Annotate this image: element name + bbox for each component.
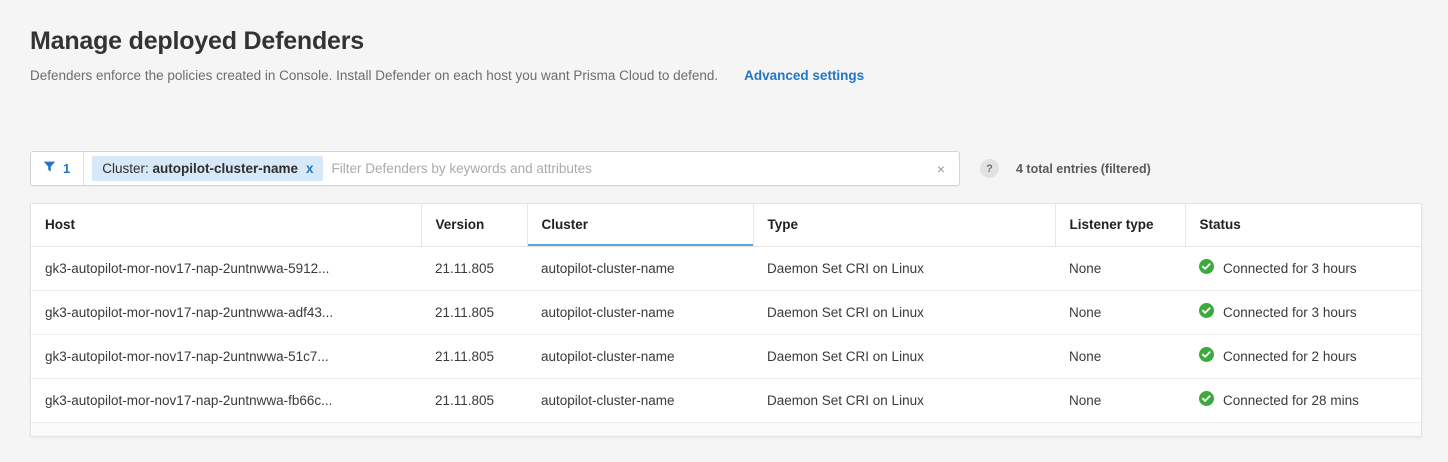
total-entries-label: 4 total entries (filtered) bbox=[1016, 161, 1151, 176]
table-row[interactable]: gk3-autopilot-mor-nov17-nap-2untnwwa-51c… bbox=[31, 334, 1421, 379]
column-header-version[interactable]: Version bbox=[421, 204, 528, 247]
cell-status: Connected for 2 hours bbox=[1185, 334, 1421, 379]
table-header: Host Version Cluster Type Listener type … bbox=[31, 204, 1421, 247]
table-header-row: Host Version Cluster Type Listener type … bbox=[31, 204, 1421, 247]
cell-type: Daemon Set CRI on Linux bbox=[767, 392, 924, 408]
filter-toolbar: 1 Cluster: autopilot-cluster-name x × ? … bbox=[30, 151, 1151, 186]
cell-version: 21.11.805 bbox=[435, 392, 495, 408]
column-header-type[interactable]: Type bbox=[753, 204, 1056, 247]
cell-version: 21.11.805 bbox=[421, 334, 527, 379]
column-header-cluster[interactable]: Cluster bbox=[527, 204, 754, 247]
clear-search-icon[interactable]: × bbox=[936, 160, 945, 177]
cell-host: gk3-autopilot-mor-nov17-nap-2untnwwa-591… bbox=[31, 246, 421, 291]
check-circle-icon bbox=[1199, 391, 1214, 409]
cell-status: Connected for 3 hours bbox=[1185, 246, 1421, 291]
cell-host: gk3-autopilot-mor-nov17-nap-2untnwwa-fb6… bbox=[45, 392, 333, 408]
filter-chip-value: autopilot-cluster-name bbox=[152, 161, 299, 176]
check-circle-icon bbox=[1199, 259, 1214, 277]
page-title: Manage deployed Defenders bbox=[30, 27, 364, 55]
cell-host: gk3-autopilot-mor-nov17-nap-2untnwwa-51c… bbox=[31, 334, 421, 379]
cell-listener-type: None bbox=[1069, 392, 1102, 408]
filter-bar: 1 Cluster: autopilot-cluster-name x × bbox=[30, 151, 960, 186]
check-circle-icon bbox=[1199, 303, 1214, 321]
status-label: Connected for 28 mins bbox=[1223, 392, 1359, 408]
filter-chip-key: Cluster: bbox=[102, 161, 149, 176]
defenders-table: Host Version Cluster Type Listener type … bbox=[31, 204, 1421, 422]
cell-type: Daemon Set CRI on Linux bbox=[753, 290, 1055, 335]
page-subtitle: Defenders enforce the policies created i… bbox=[30, 68, 719, 83]
filter-chip-remove-icon[interactable]: x bbox=[306, 160, 314, 176]
table-row[interactable]: gk3-autopilot-mor-nov17-nap-2untnwwa-fb6… bbox=[31, 378, 1421, 422]
cell-cluster: autopilot-cluster-name bbox=[541, 392, 675, 408]
status-label: Connected for 3 hours bbox=[1223, 304, 1357, 320]
advanced-settings-link[interactable]: Advanced settings bbox=[744, 68, 865, 83]
active-filter-count: 1 bbox=[63, 161, 71, 176]
help-icon[interactable]: ? bbox=[980, 159, 999, 178]
table-body: gk3-autopilot-mor-nov17-nap-2untnwwa-591… bbox=[31, 246, 1421, 422]
search-input[interactable] bbox=[322, 152, 931, 185]
table-row[interactable]: gk3-autopilot-mor-nov17-nap-2untnwwa-adf… bbox=[31, 290, 1421, 335]
status-label: Connected for 3 hours bbox=[1223, 260, 1357, 276]
column-header-host[interactable]: Host bbox=[31, 204, 422, 247]
filter-toggle-button[interactable]: 1 bbox=[31, 152, 85, 185]
cell-type: Daemon Set CRI on Linux bbox=[753, 334, 1055, 379]
status-label: Connected for 2 hours bbox=[1223, 348, 1357, 364]
cell-listener-type: None bbox=[1055, 290, 1185, 335]
cell-version: 21.11.805 bbox=[421, 290, 527, 335]
table-row[interactable]: gk3-autopilot-mor-nov17-nap-2untnwwa-591… bbox=[31, 246, 1421, 291]
page-subtitle-row: Defenders enforce the policies created i… bbox=[30, 68, 1448, 83]
check-circle-icon bbox=[1199, 347, 1214, 365]
column-header-listener-type[interactable]: Listener type bbox=[1055, 204, 1186, 247]
table-footer bbox=[31, 422, 1421, 436]
cell-host: gk3-autopilot-mor-nov17-nap-2untnwwa-adf… bbox=[31, 290, 421, 335]
cell-version: 21.11.805 bbox=[421, 246, 527, 291]
page-header: Manage deployed Defenders Defenders enfo… bbox=[0, 0, 1448, 83]
cell-cluster: autopilot-cluster-name bbox=[527, 246, 753, 291]
cell-listener-type: None bbox=[1055, 334, 1185, 379]
cell-cluster: autopilot-cluster-name bbox=[527, 290, 753, 335]
cell-status: Connected for 28 mins bbox=[1185, 378, 1421, 422]
column-header-status[interactable]: Status bbox=[1185, 204, 1421, 247]
cell-listener-type: None bbox=[1055, 246, 1185, 291]
filter-chip-cluster[interactable]: Cluster: autopilot-cluster-name x bbox=[92, 156, 323, 181]
cell-type: Daemon Set CRI on Linux bbox=[753, 246, 1055, 291]
filter-chip-label: Cluster: autopilot-cluster-name bbox=[102, 161, 298, 176]
cell-status: Connected for 3 hours bbox=[1185, 290, 1421, 335]
defenders-table-card: Host Version Cluster Type Listener type … bbox=[30, 203, 1422, 437]
cell-cluster: autopilot-cluster-name bbox=[527, 334, 753, 379]
funnel-icon bbox=[43, 160, 56, 178]
